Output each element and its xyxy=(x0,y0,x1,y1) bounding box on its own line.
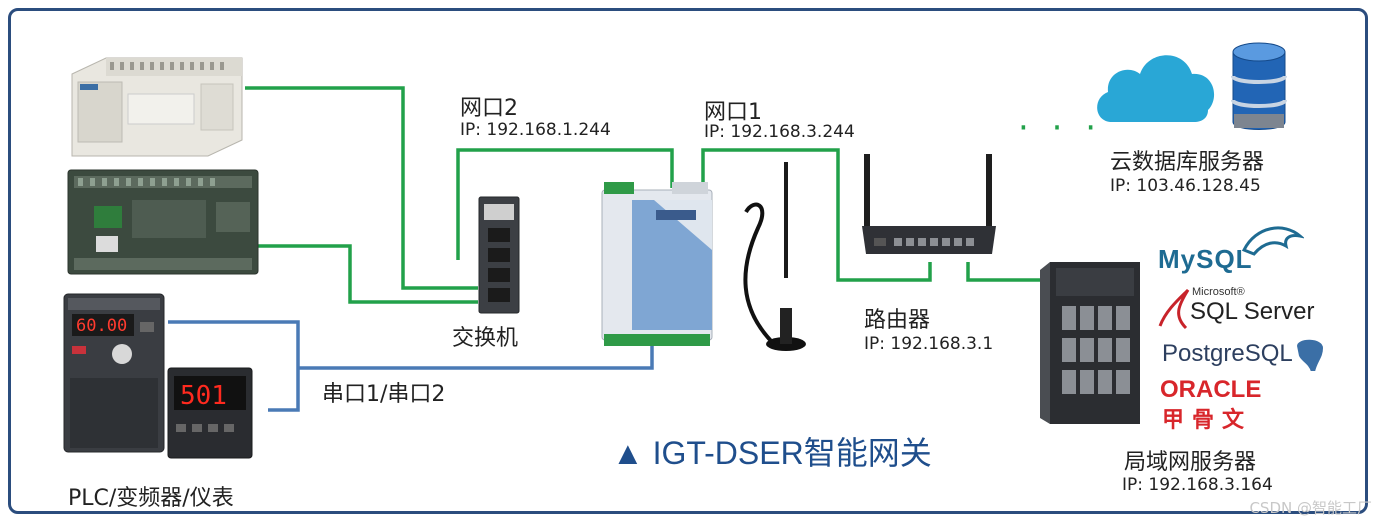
page-title: ▲ IGT-DSER智能网关 xyxy=(612,428,932,474)
cloud-server-label: 云数据库服务器 xyxy=(1110,144,1264,176)
more-connections-dots: · · · xyxy=(1018,108,1102,148)
thermo-display: 501 xyxy=(180,381,227,411)
plc-device-2 xyxy=(66,166,261,278)
plc1-switch-link xyxy=(245,88,478,288)
sqlserver-logo-top: Microsoft® xyxy=(1192,286,1245,298)
router-ip: IP: 192.168.3.1 xyxy=(864,334,993,354)
oracle-cn-logo: 甲骨文 xyxy=(1162,402,1252,434)
database-icon xyxy=(1230,40,1288,134)
plc-device-1 xyxy=(66,54,246,158)
cloud-icon xyxy=(1092,44,1220,128)
postgres-logo: PostgreSQL xyxy=(1162,340,1293,368)
antenna xyxy=(734,158,808,354)
postgres-elephant-icon xyxy=(1290,336,1330,374)
watermark: CSDN @智能工厂 xyxy=(1249,497,1372,518)
port1-ip: IP: 192.168.3.244 xyxy=(704,122,855,142)
sqlserver-logo: SQL Server xyxy=(1190,298,1315,326)
router-lanserver-link xyxy=(968,262,1050,280)
mysql-dolphin-icon xyxy=(1240,220,1304,260)
port2-label: 网口2 xyxy=(460,90,518,122)
router-label: 路由器 xyxy=(864,302,930,334)
mysql-logo: MySQL xyxy=(1158,244,1253,275)
field-devices-label: PLC/变频器/仪表 xyxy=(68,480,234,512)
sqlserver-icon xyxy=(1156,286,1190,330)
vfd-device: 60.00 xyxy=(62,292,168,456)
cloud-server-ip: IP: 103.46.128.45 xyxy=(1110,176,1261,196)
lan-server-ip: IP: 192.168.3.164 xyxy=(1122,475,1273,495)
temperature-controller: 501 xyxy=(166,366,254,460)
vfd-display: 60.00 xyxy=(76,316,127,336)
ethernet-switch xyxy=(478,196,520,314)
serial-label: 串口1/串口2 xyxy=(322,376,445,408)
lan-server xyxy=(1040,258,1144,428)
port2-ip: IP: 192.168.1.244 xyxy=(460,120,611,140)
lan-server-label: 局域网服务器 xyxy=(1124,444,1256,476)
switch-label: 交换机 xyxy=(452,320,518,352)
oracle-logo: ORACLE xyxy=(1160,376,1261,404)
plc2-switch-link xyxy=(258,246,478,302)
iot-gateway xyxy=(596,180,718,348)
router xyxy=(858,150,1000,258)
